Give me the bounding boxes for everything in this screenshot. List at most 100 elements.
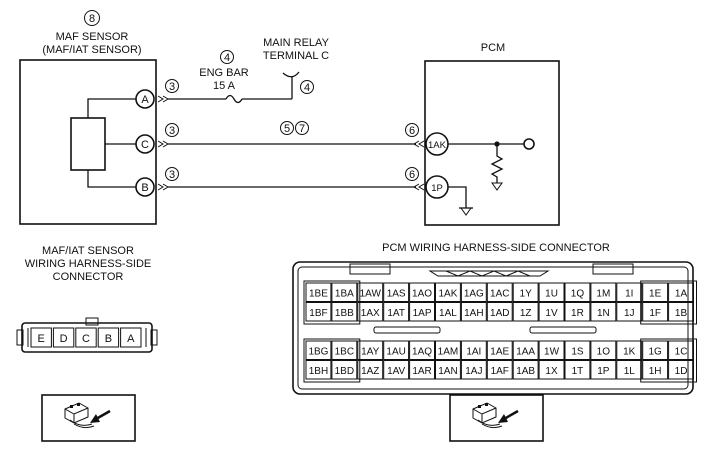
pcm-pin-cavity [486, 360, 513, 380]
pcm-pin-label: 1BA [335, 289, 354, 300]
pcm-pin-label: 1S [571, 347, 584, 358]
pcm-pin-label: 1AD [490, 308, 509, 319]
pcm-pin-cavity [357, 282, 384, 302]
pcm-pin-cavity [305, 282, 332, 302]
relay-line1: MAIN RELAY [263, 37, 329, 49]
fuse-rating: 15 A [213, 80, 236, 92]
pcm-pin-label: 1AY [361, 347, 379, 358]
pcm-pin-label: 1Q [571, 289, 585, 300]
pcm-pin-label: 1E [649, 289, 662, 300]
pcm-pin-label: 1B [675, 308, 688, 319]
pcm-pin-label: 1BF [309, 308, 327, 319]
pcm-connector: PCM WIRING HARNESS-SIDE CONNECTOR 1BE 1BA… [292, 242, 698, 395]
pcm-pin-cavity [564, 340, 591, 360]
ground-arrow [491, 182, 503, 191]
pcm-pin-cavity [616, 360, 643, 380]
pcm-pin-cavity [460, 302, 487, 322]
pcm-pin-label: 1BE [309, 289, 328, 300]
maf-title-line2: (MAF/IAT SENSOR) [42, 44, 141, 56]
pcm-pin-cavity [409, 282, 436, 302]
pcm-pin-label: 1BH [309, 366, 328, 377]
pcm-pin-cavity [642, 360, 669, 380]
pcm-pin-cavity [642, 340, 669, 360]
pcm-pin-label: 1H [649, 366, 662, 377]
pcm-pin-cavity [616, 302, 643, 322]
pcm-pin-label: 1W [544, 347, 560, 358]
pcm-pin-cavity [383, 302, 410, 322]
maf-terminal-b [135, 177, 155, 197]
pcm-pin-label: 1K [623, 347, 636, 358]
pcm-pin-label: 1AO [412, 289, 432, 300]
pcm-pin-cavity [305, 302, 332, 322]
pcm-pin-label: 1L [624, 366, 636, 377]
pcm-pin-label: 1AI [466, 347, 481, 358]
pcm-pin-label: 1U [545, 289, 558, 300]
maf-pin-cavity [97, 327, 120, 348]
pcm-pin-label: 1D [675, 366, 688, 377]
pcm-pin-cavity [590, 302, 617, 322]
relay-line2: TERMINAL C [263, 50, 329, 62]
pcm-pin-cavity [460, 340, 487, 360]
pcm-pin-cavity [642, 302, 669, 322]
maf-pin-cavity [52, 327, 75, 348]
pcm-pin-label: 1Z [520, 308, 532, 319]
pcm-pin-cavity [331, 360, 358, 380]
maf-pin-cavity [30, 327, 52, 348]
pcm-pin-cavity [642, 282, 669, 302]
maf-pin-cavity [120, 327, 142, 348]
pcm-pin-cavity [331, 282, 358, 302]
pcm-pin-label: 1I [625, 289, 633, 300]
pcm-pin-cavity [357, 302, 384, 322]
maf-b-wire-ref: 3 [169, 169, 175, 181]
pcm-conn-caption: PCM WIRING HARNESS-SIDE CONNECTOR [382, 242, 610, 254]
pcm-pin-cavity [564, 302, 591, 322]
pcm-pin-cavity [616, 282, 643, 302]
pcm-pin-cavity [435, 282, 461, 302]
maf-sensing-element [70, 117, 106, 171]
ground-symbol [460, 207, 472, 216]
pcm-pin-cavity [409, 302, 436, 322]
pcm-pin-label: 1AS [387, 289, 406, 300]
pcm-pin-label: 1AR [412, 366, 431, 377]
pcm-pin-label: 1Y [520, 289, 533, 300]
maf-connector-body [21, 322, 153, 353]
pcm-pin-cavity [409, 340, 436, 360]
pcm-pin-label: 1AX [361, 308, 380, 319]
pcm-pin-cavity [409, 360, 436, 380]
pcm-pin-cavity [564, 360, 591, 380]
pcm-pin-label: 1BC [335, 347, 354, 358]
pcm-pin-label: 1AL [439, 308, 457, 319]
maf-pin-label: B [105, 333, 112, 345]
pcm-pin-cavity [538, 302, 565, 322]
pcm-pin-label: 1AP [413, 308, 432, 319]
maf-terminal-c [135, 134, 155, 154]
pcm-pin-cavity [357, 340, 384, 360]
pcm-pin-label: 1AC [490, 289, 509, 300]
pcm-pin-label: 1N [597, 308, 610, 319]
maf-conn-caption-3: CONNECTOR [53, 271, 124, 283]
pcm-pin-label: 1AV [387, 366, 405, 377]
pcm-locator-icon [449, 394, 544, 442]
pcm-pin-label: 1AH [464, 308, 483, 319]
pcm-pin-label: 1AW [360, 289, 382, 300]
maf-sensor-box [19, 59, 157, 225]
pcm-pin-cavity [435, 360, 461, 380]
pcm-pin-label: 1AE [490, 347, 509, 358]
pcm-terminal-1p-label: 1P [431, 183, 443, 194]
relay-ref: 4 [304, 82, 310, 94]
pcm: PCM 6 6 1AK 1P [405, 42, 560, 226]
pcm-pin-label: 1X [545, 366, 558, 377]
pcm-pin-cavity [486, 282, 513, 302]
maf-pin-label: C [82, 333, 90, 345]
pcm-pin-label: 1AA [516, 347, 535, 358]
pcm-pin-cavity [512, 340, 539, 360]
maf-terminal-a [135, 89, 155, 109]
pcm-pin-label: 1AJ [465, 366, 482, 377]
maf-a-wire-ref: 3 [169, 81, 175, 93]
pcm-terminal-1ak-label: 1AK [428, 140, 447, 151]
pcm-pin-label: 1BD [335, 366, 354, 377]
maf-connector: MAF/IAT SENSOR WIRING HARNESS-SIDE CONNE… [16, 245, 158, 353]
maf-terminal-c-label: C [141, 139, 149, 151]
pcm-input-circle [523, 138, 535, 150]
